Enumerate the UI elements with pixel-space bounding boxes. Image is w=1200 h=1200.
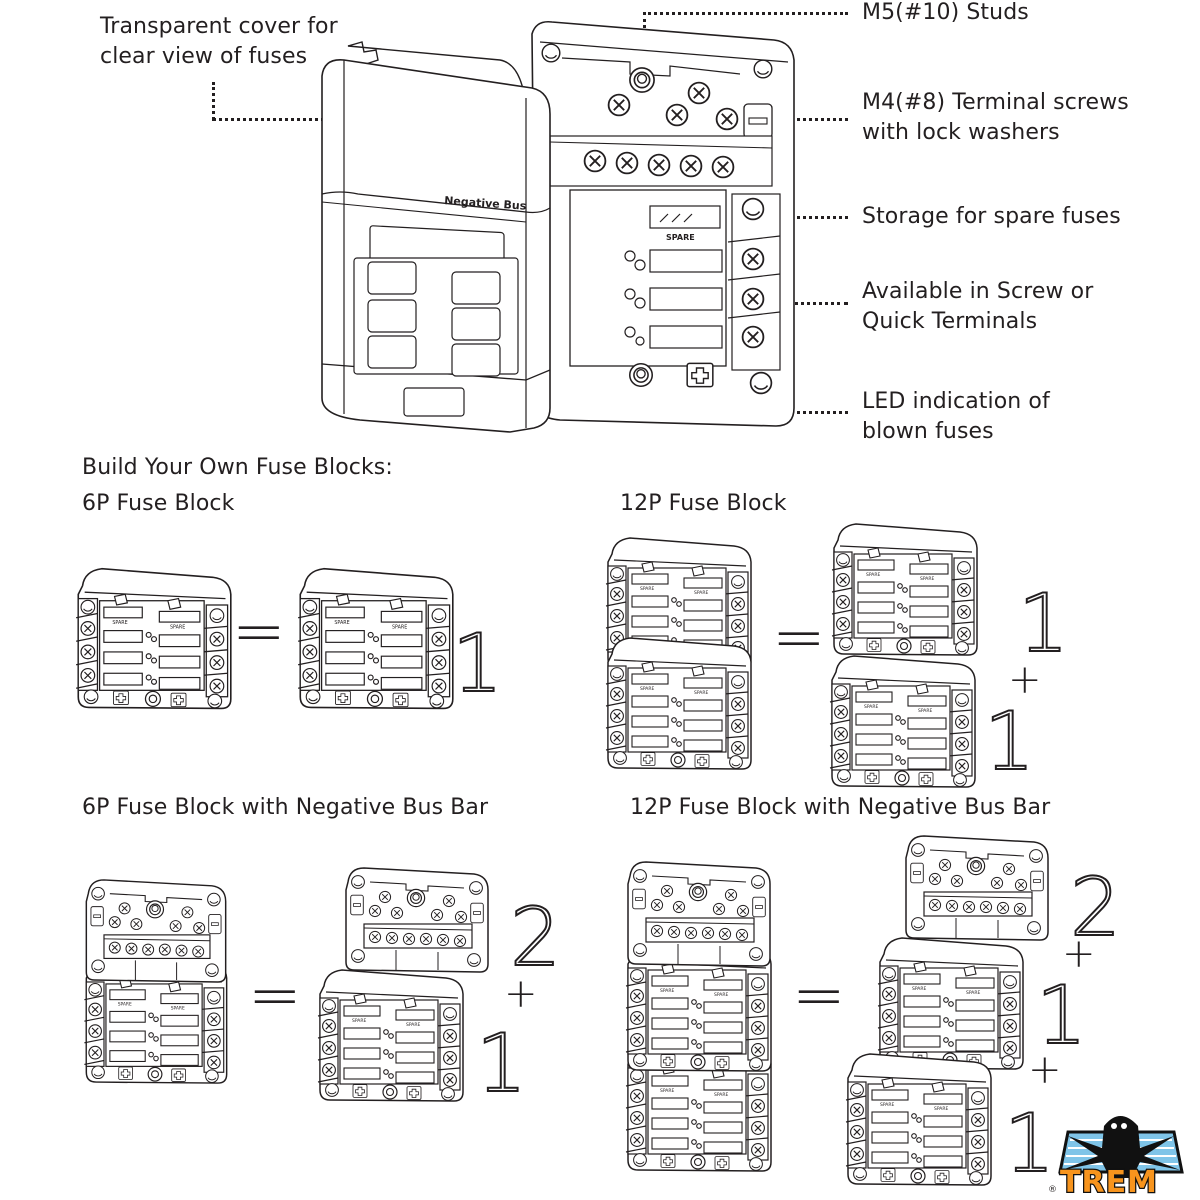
build-heading: Build Your Own Fuse Blocks: — [82, 455, 393, 480]
equals-sign-6p-negbus: = — [248, 959, 302, 1033]
module-negative-bus-6p — [342, 864, 492, 974]
callout-terminals: Available in Screw or Quick Terminals — [862, 277, 1093, 337]
assembled-6p-negbus-block — [82, 876, 230, 1086]
leader-terminals — [752, 302, 848, 305]
led-indicator — [635, 336, 645, 346]
callout-screws: M4(#8) Terminal screws with lock washers — [862, 88, 1129, 148]
leader-cover — [212, 82, 215, 120]
plus-sign-6p-negbus: + — [504, 971, 538, 1017]
equals-sign-12p-negbus: = — [792, 959, 846, 1033]
callout-led-line2: blown fuses — [862, 419, 994, 444]
module-12p-fuse-negbus-bottom — [844, 1048, 994, 1188]
hero-transparent-cover: Negative Bus — [321, 41, 551, 433]
plus-sign-12p-negbus-1: + — [1062, 931, 1096, 977]
plus-sign-12p-negbus-2: + — [1028, 1047, 1062, 1093]
callout-terminals-line1: Available in Screw or — [862, 279, 1094, 304]
trem-logo: TREM ® — [1044, 1106, 1194, 1200]
module-12p-fuse-top — [830, 518, 980, 658]
qty-negative-bus-12p: 2 — [1069, 861, 1122, 954]
equals-sign-12p: = — [772, 601, 826, 675]
module-6p-fuse-negbus — [316, 964, 466, 1104]
qty-6p-fuse-module: 1 — [451, 617, 504, 710]
qty-6p-fuse-negbus: 1 — [475, 1017, 528, 1110]
leader-cover-h — [212, 118, 386, 121]
qty-12p-fuse-module-bottom: 1 — [983, 695, 1036, 788]
equals-sign-6p: = — [232, 595, 286, 669]
callout-terminals-line2: Quick Terminals — [862, 309, 1038, 334]
callout-storage-line1: Storage for spare fuses — [862, 204, 1121, 229]
leader-studs — [643, 12, 848, 15]
section-title-12p: 12P Fuse Block — [620, 491, 787, 516]
module-6p-fuse — [296, 562, 456, 712]
section-title-6p: 6P Fuse Block — [82, 491, 235, 516]
hero-spare-label: SPARE — [666, 233, 695, 242]
assembled-12p-fuse-block — [604, 532, 754, 772]
module-12p-fuse-bottom — [828, 650, 978, 790]
callout-screws-line2: with lock washers — [862, 120, 1060, 145]
section-title-6p-negbus: 6P Fuse Block with Negative Bus Bar — [82, 795, 489, 820]
assembled-12p-negbus-block — [624, 858, 774, 1174]
module-negative-bus-12p — [902, 832, 1052, 942]
hero-base-unit: SPARE — [531, 20, 795, 427]
callout-studs: M5(#10) Studs — [862, 0, 1029, 28]
callout-led-line1: LED indication of — [862, 389, 1050, 414]
callout-storage: Storage for spare fuses — [862, 202, 1121, 232]
hero-fuse-block-illustration: SPARE Negative Bus — [321, 20, 795, 433]
trem-logo-text: TREM — [1060, 1165, 1158, 1196]
qty-negative-bus-6p: 2 — [509, 891, 562, 984]
section-title-12p-negbus: 12P Fuse Block with Negative Bus Bar — [630, 795, 1051, 820]
callout-studs-line1: M5(#10) Studs — [862, 0, 1029, 25]
trem-registered-mark: ® — [1048, 1185, 1057, 1195]
plus-sign-12p: + — [1008, 657, 1042, 703]
callout-screws-line1: M4(#8) Terminal screws — [862, 90, 1129, 115]
callout-led: LED indication of blown fuses — [862, 387, 1050, 447]
assembled-6p-fuse-block — [74, 562, 234, 712]
callout-cover: Transparent cover for clear view of fuse… — [100, 12, 338, 72]
m5-stud — [629, 67, 655, 93]
callout-cover-line1: Transparent cover for — [100, 14, 338, 39]
trem-spider-icon: TREM ® — [1048, 1116, 1184, 1200]
qty-12p-fuse-negbus-middle: 1 — [1035, 969, 1088, 1062]
callout-cover-line2: clear view of fuses — [100, 44, 308, 69]
qty-12p-fuse-module-top: 1 — [1017, 577, 1070, 670]
cover-label-negative-bus: Negative Bus — [444, 194, 527, 213]
qty-12p-fuse-negbus-bottom: 1 — [1003, 1097, 1056, 1190]
